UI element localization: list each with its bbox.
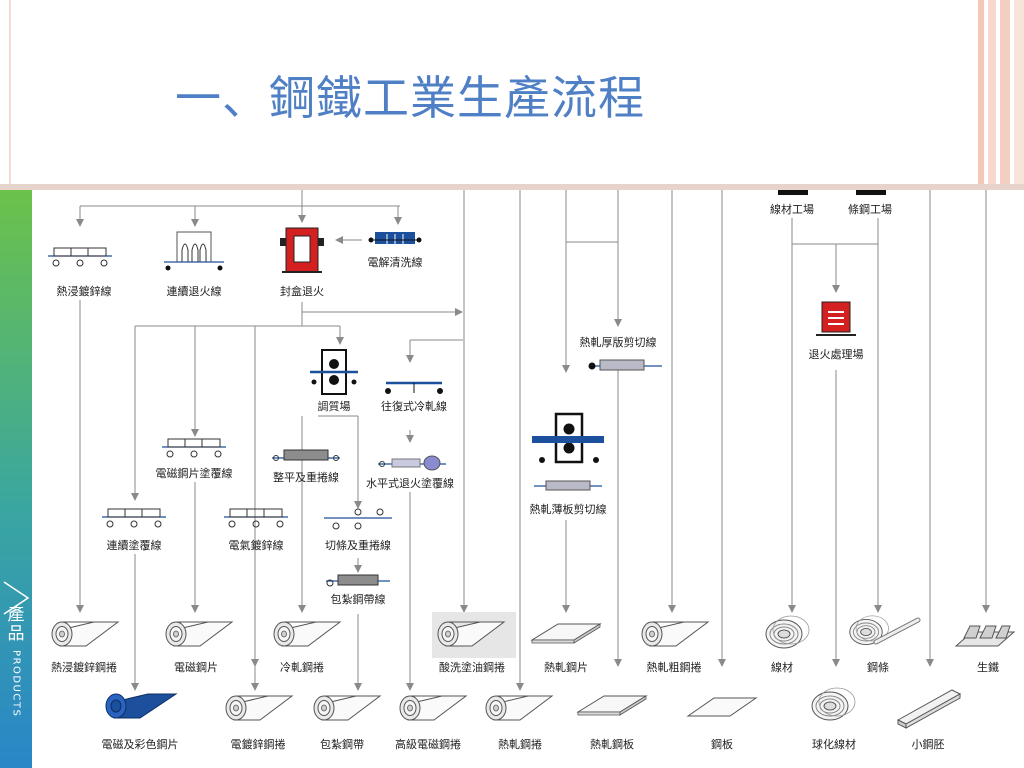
title-rule [0, 184, 1024, 190]
right-stripe-2 [988, 0, 996, 190]
product-pig-iron-icon [954, 625, 1016, 647]
label-product-spheroidized-wire: 球化線材 [812, 737, 856, 751]
right-stripe-4 [1014, 0, 1024, 190]
label-product-high-grade-electrical-coil: 高級電磁鋼捲 [395, 737, 461, 751]
label-product-pig-iron: 生鐵 [977, 660, 999, 674]
sidebar-label: 產品 PRODUCTS [2, 605, 30, 718]
label-strip-pack: 包紮鋼帶線 [331, 592, 386, 606]
hot-dip-galv-line-icon [47, 247, 113, 267]
label-electrolytic-clean: 電解清洗線 [368, 255, 423, 269]
label-wire-mill: 線材工場 [770, 202, 814, 216]
label-product-hot-dip-galv-coil: 熱浸鍍鋅鋼捲 [51, 660, 117, 674]
label-box-anneal: 封盒退火 [280, 284, 324, 298]
page-title: 一、鋼鐵工業生產流程 [175, 71, 645, 125]
hot-thin-plate-shear-table-icon [534, 480, 602, 491]
label-product-cold-rolled-coil: 冷軋鋼捲 [280, 660, 324, 674]
label-elec-steel-coating: 電磁鋼片塗覆線 [156, 466, 233, 480]
strip-pack-line-icon [326, 574, 390, 587]
product-electro-galv-coil-icon [225, 695, 293, 721]
product-hot-dip-galv-coil-icon [51, 621, 119, 647]
electro-galv-line-icon [223, 508, 289, 528]
continuous-anneal-icon [164, 231, 224, 271]
label-product-hot-rolled-sheet: 熱軋鋼片 [544, 660, 588, 674]
product-electrical-colored-sheet-icon [105, 693, 178, 719]
product-steel-bar-icon [849, 615, 921, 646]
label-product-electrical-colored-sheet: 電磁及彩色鋼片 [102, 737, 179, 751]
wire-mill-marker [778, 190, 808, 195]
horizontal-anneal-coating-icon [378, 455, 446, 471]
product-hot-rolled-rough-coil-icon [641, 621, 709, 647]
label-electro-galv: 電氣鍍鋅線 [229, 538, 284, 552]
label-temper: 調質場 [318, 399, 351, 413]
product-hot-rolled-plate-icon [577, 695, 647, 716]
label-product-steel-bar: 鋼條 [867, 660, 889, 674]
label-product-hot-rolled-coil: 熱軋鋼捲 [498, 737, 542, 751]
label-hot-dip-galv: 熱浸鍍鋅線 [57, 284, 112, 298]
label-product-electro-galv-coil: 電鍍鋅鋼捲 [231, 737, 286, 751]
product-electrical-steel-icon [165, 621, 233, 647]
label-annealing-plant: 退火處理場 [809, 347, 864, 361]
slit-rewind-line-icon [324, 508, 392, 530]
label-bar-mill: 條鋼工場 [848, 202, 892, 216]
sidebar-cn: 產品 [7, 605, 25, 644]
product-cold-rolled-coil-icon [273, 621, 341, 647]
label-hot-thin-shear: 熱軋薄板剪切線 [530, 502, 607, 516]
electrolytic-clean-line-icon [368, 232, 422, 244]
product-billet-icon [896, 689, 962, 729]
label-slit-rewind: 切條及重捲線 [325, 538, 391, 552]
continuous-coating-line-icon [101, 508, 167, 528]
product-packed-strip-icon [313, 695, 381, 721]
sidebar-bar [0, 190, 32, 768]
connector-lines [76, 190, 990, 691]
label-reversing-cold: 往復式冷軋線 [381, 399, 447, 413]
product-wire-rod-icon [765, 615, 810, 649]
bar-mill-marker [856, 190, 886, 195]
sidebar-en: PRODUCTS [10, 650, 22, 718]
right-stripe-3 [1000, 0, 1010, 190]
label-plate-shear: 熱軋厚版剪切線 [580, 335, 657, 349]
electrical-steel-coating-line-icon [161, 438, 227, 458]
label-product-billet: 小鋼胚 [912, 737, 945, 751]
product-hot-rolled-sheet-icon [531, 623, 601, 644]
product-steel-plate-icon [686, 697, 758, 717]
product-high-grade-electrical-coil-icon [399, 695, 467, 721]
label-horiz-anneal-coat: 水平式退火塗覆線 [366, 476, 454, 490]
label-cont-coating: 連續塗覆線 [107, 538, 162, 552]
label-product-electrical-steel: 電磁鋼片 [174, 660, 218, 674]
hot-thin-plate-shear-mill-icon [532, 412, 604, 464]
label-leveling-rewind: 整平及重捲線 [273, 470, 339, 484]
right-stripe-1 [978, 0, 984, 190]
label-product-steel-plate: 鋼板 [711, 737, 733, 751]
product-hot-rolled-coil-icon [485, 695, 553, 721]
box-anneal-furnace-icon [280, 227, 324, 273]
label-product-packed-strip: 包紮鋼帶 [320, 737, 364, 751]
plate-shear-line-icon [588, 359, 662, 371]
label-product-wire-rod: 線材 [771, 660, 793, 674]
label-cont-anneal: 連續退火線 [167, 284, 222, 298]
reversing-cold-mill-icon [385, 381, 443, 394]
label-product-pickled-oiled-coil: 酸洗塗油鋼捲 [439, 660, 505, 674]
left-margin-line [9, 0, 11, 184]
temper-mill-icon [310, 349, 358, 395]
label-product-hot-rolled-rough-coil: 熱軋粗鋼捲 [647, 660, 702, 674]
label-product-hot-rolled-plate: 熱軋鋼板 [590, 737, 634, 751]
product-spheroidized-wire-icon [811, 687, 856, 721]
leveling-rewind-line-icon [272, 449, 340, 461]
annealing-plant-icon [816, 301, 856, 336]
